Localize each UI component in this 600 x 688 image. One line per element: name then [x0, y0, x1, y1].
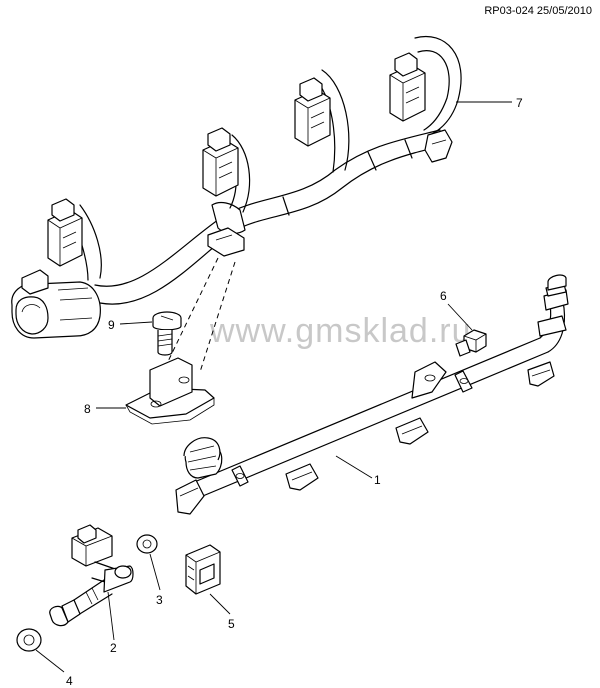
- callout-labels: 1 2 3 4 5 6 7 8 9: [35, 96, 523, 688]
- o-ring-lower: [16, 628, 42, 652]
- harness-main-connector: [11, 269, 101, 339]
- watermark: www.gmsklad.ru: [210, 312, 472, 350]
- assembly-line-bracket: [159, 257, 219, 379]
- bolt: [152, 311, 182, 356]
- wiring-harness: [11, 36, 462, 339]
- coil-connector-4: [389, 52, 426, 122]
- callout-5: 5: [228, 617, 235, 631]
- callout-6: 6: [440, 289, 447, 303]
- document-reference: RP03-024 25/05/2010: [484, 5, 592, 17]
- assembly-line-rail: [199, 261, 236, 373]
- callout-1: 1: [374, 473, 381, 487]
- harness-end-clip: [424, 129, 453, 163]
- coil-connector-3: [294, 77, 331, 147]
- injector-cup-2: [395, 417, 429, 445]
- callout-8: 8: [84, 402, 91, 416]
- rail-front-injector: [175, 437, 223, 515]
- callout-3: 3: [156, 593, 163, 607]
- callout-4: 4: [66, 674, 73, 688]
- coil-connector-2: [202, 127, 239, 197]
- fitting-nut: [455, 329, 487, 357]
- fuel-injector: [49, 524, 134, 627]
- bracket: [125, 357, 215, 425]
- coil-connector-1: [47, 198, 83, 267]
- o-ring-upper: [136, 534, 158, 554]
- harness-bracket-clip: [207, 227, 245, 257]
- callout-9: 9: [108, 318, 115, 332]
- injector-cup-1: [285, 463, 319, 491]
- injector-cup-3: [527, 361, 555, 387]
- fuel-rail: [175, 274, 569, 515]
- retainer-clip: [185, 544, 221, 595]
- callout-2: 2: [110, 641, 117, 655]
- callout-7: 7: [516, 96, 523, 110]
